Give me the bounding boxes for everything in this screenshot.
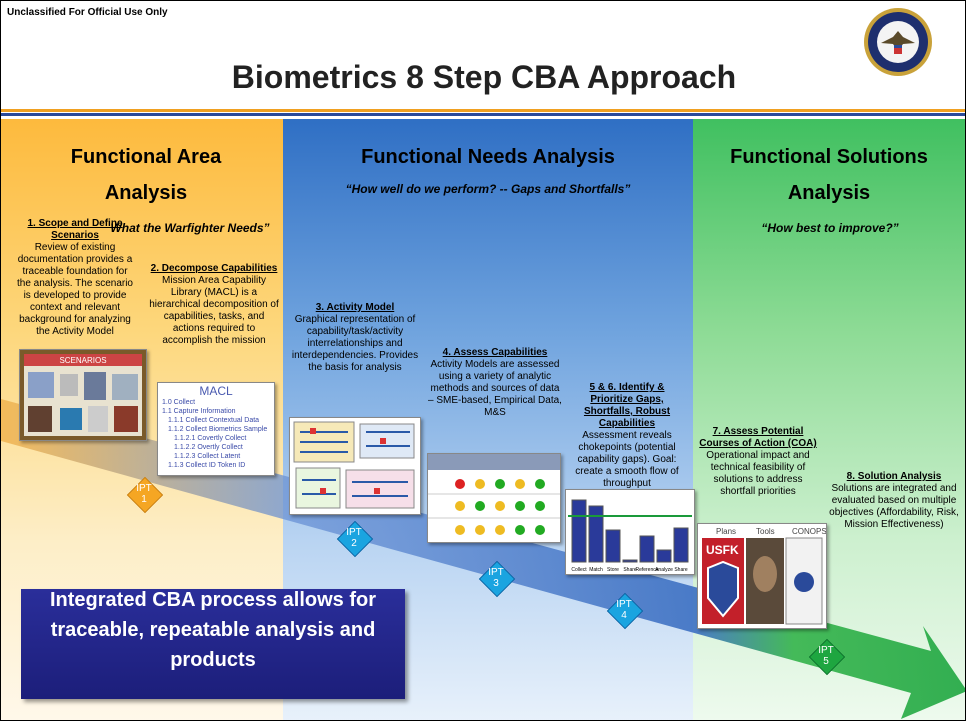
phase-title-fa: Functional Area Analysis (70, 146, 222, 204)
coa-label-tools: Tools (756, 527, 775, 536)
step-3-text: Graphical representation of capability/t… (291, 314, 419, 373)
step-1: 1. Scope and Define Scenarios Review of … (15, 218, 135, 338)
phase-quote-fs: “How best to improve?” (761, 221, 899, 235)
throughput-label: Share (674, 567, 688, 573)
status-dot (515, 525, 525, 535)
dod-seal-icon (864, 8, 932, 76)
throughput-bar (571, 499, 587, 563)
throughput-label: Collect (571, 567, 587, 573)
step-7: 7. Assess Potential Courses of Action (C… (697, 426, 819, 498)
step-3-heading: 3. Activity Model (315, 302, 395, 313)
macl-list: 1.0 Collect 1.1 Capture Information 1.1.… (158, 398, 274, 470)
phase-title-fs: Functional Solutions Analysis (730, 146, 928, 204)
step-5-6: 5 & 6. Identify & Prioritize Gaps, Short… (567, 382, 687, 490)
macl-title: MACL (199, 384, 233, 398)
header-rule-blue (1, 113, 965, 116)
coa-label-plans: Plans (716, 527, 736, 536)
step-4: 4. Assess Capabilities Activity Models a… (427, 347, 563, 419)
throughput-label: Analyze (655, 567, 673, 573)
step-8: 8. Solution Analysis Solutions are integ… (827, 471, 961, 531)
step-8-heading: 8. Solution Analysis (846, 471, 942, 482)
throughput-bar (673, 527, 689, 563)
slide-title: Biometrics 8 Step CBA Approach (231, 59, 737, 95)
step-5-6-text: Assessment reveals chokepoints (potentia… (575, 430, 679, 489)
step-1-heading: 1. Scope and Define Scenarios (27, 218, 123, 241)
header-rule-gold (1, 109, 965, 112)
status-dot (495, 501, 505, 511)
status-dot (535, 479, 545, 489)
throughput-bar (656, 549, 672, 563)
activity-model-thumbnail (289, 417, 421, 515)
status-dot (535, 501, 545, 511)
throughput-bar (639, 535, 655, 563)
classification-marking: Unclassified For Official Use Only (7, 7, 168, 18)
step-2-heading: 2. Decompose Capabilities (150, 263, 278, 274)
status-dot (455, 525, 465, 535)
step-2: 2. Decompose Capabilities Mission Area C… (149, 263, 279, 347)
step-2-text: Mission Area Capability Library (MACL) i… (149, 275, 279, 346)
step-1-text: Review of existing documentation provide… (17, 242, 133, 337)
macl-line: 1.1 Capture Information (162, 408, 236, 415)
status-dot (475, 479, 485, 489)
throughput-label: Store (607, 567, 619, 573)
macl-line: 1.1.2.1 Covertly Collect (174, 435, 247, 442)
macl-line: 1.1.1 Collect Contextual Data (168, 417, 260, 424)
scenario-thumbnail: SCENARIOS (19, 349, 147, 441)
macl-line: 1.1.2.3 Collect Latent (174, 453, 241, 460)
step-3: 3. Activity Model Graphical representati… (287, 302, 423, 374)
macl-thumbnail: MACL 1.0 Collect 1.1 Capture Information… (157, 382, 275, 476)
throughput-label: Match (589, 567, 603, 573)
macl-line: 1.1.3 Collect ID Token ID (168, 462, 246, 469)
step-7-text: Operational impact and technical feasibi… (706, 450, 810, 497)
throughput-bar (622, 559, 638, 563)
macl-line: 1.1.2 Collect Biometrics Sample (168, 426, 268, 433)
throughput-label: Reference (635, 567, 658, 573)
throughput-bar (605, 529, 621, 563)
status-dot (455, 501, 465, 511)
coa-thumbnail: Plans Tools CONOPS USFK (697, 523, 827, 629)
throughput-label: Share (623, 567, 637, 573)
throughput-bar (588, 505, 604, 563)
phase-quote-fa: What the Warfighter Needs” (110, 221, 270, 235)
step-4-heading: 4. Assess Capabilities (442, 347, 548, 358)
phase-quote-fn: “How well do we perform? -- Gaps and Sho… (345, 182, 631, 196)
phase-title-fn: Functional Needs Analysis (361, 146, 615, 168)
status-dot (535, 525, 545, 535)
step-4-text: Activity Models are assessed using a var… (428, 359, 562, 418)
assessment-matrix-thumbnail (427, 453, 561, 543)
coa-label-usfk: USFK (706, 543, 739, 557)
coa-label-conops: CONOPS (792, 527, 827, 536)
step-5-6-heading: 5 & 6. Identify & Prioritize Gaps, Short… (583, 382, 671, 429)
status-dot (475, 501, 485, 511)
step-7-heading: 7. Assess Potential Courses of Action (C… (699, 426, 817, 449)
status-dot (515, 479, 525, 489)
status-dot (515, 501, 525, 511)
summary-banner-text: Integrated CBA process allows for tracea… (50, 589, 376, 671)
summary-banner (21, 589, 405, 699)
status-dot (495, 525, 505, 535)
step-8-text: Solutions are integrated and evaluated b… (829, 483, 959, 530)
macl-line: 1.0 Collect (162, 399, 196, 406)
scenario-label: SCENARIOS (59, 356, 106, 365)
macl-line: 1.1.2.2 Overtly Collect (174, 444, 243, 451)
status-dot (475, 525, 485, 535)
status-dot (495, 479, 505, 489)
status-dot (455, 479, 465, 489)
